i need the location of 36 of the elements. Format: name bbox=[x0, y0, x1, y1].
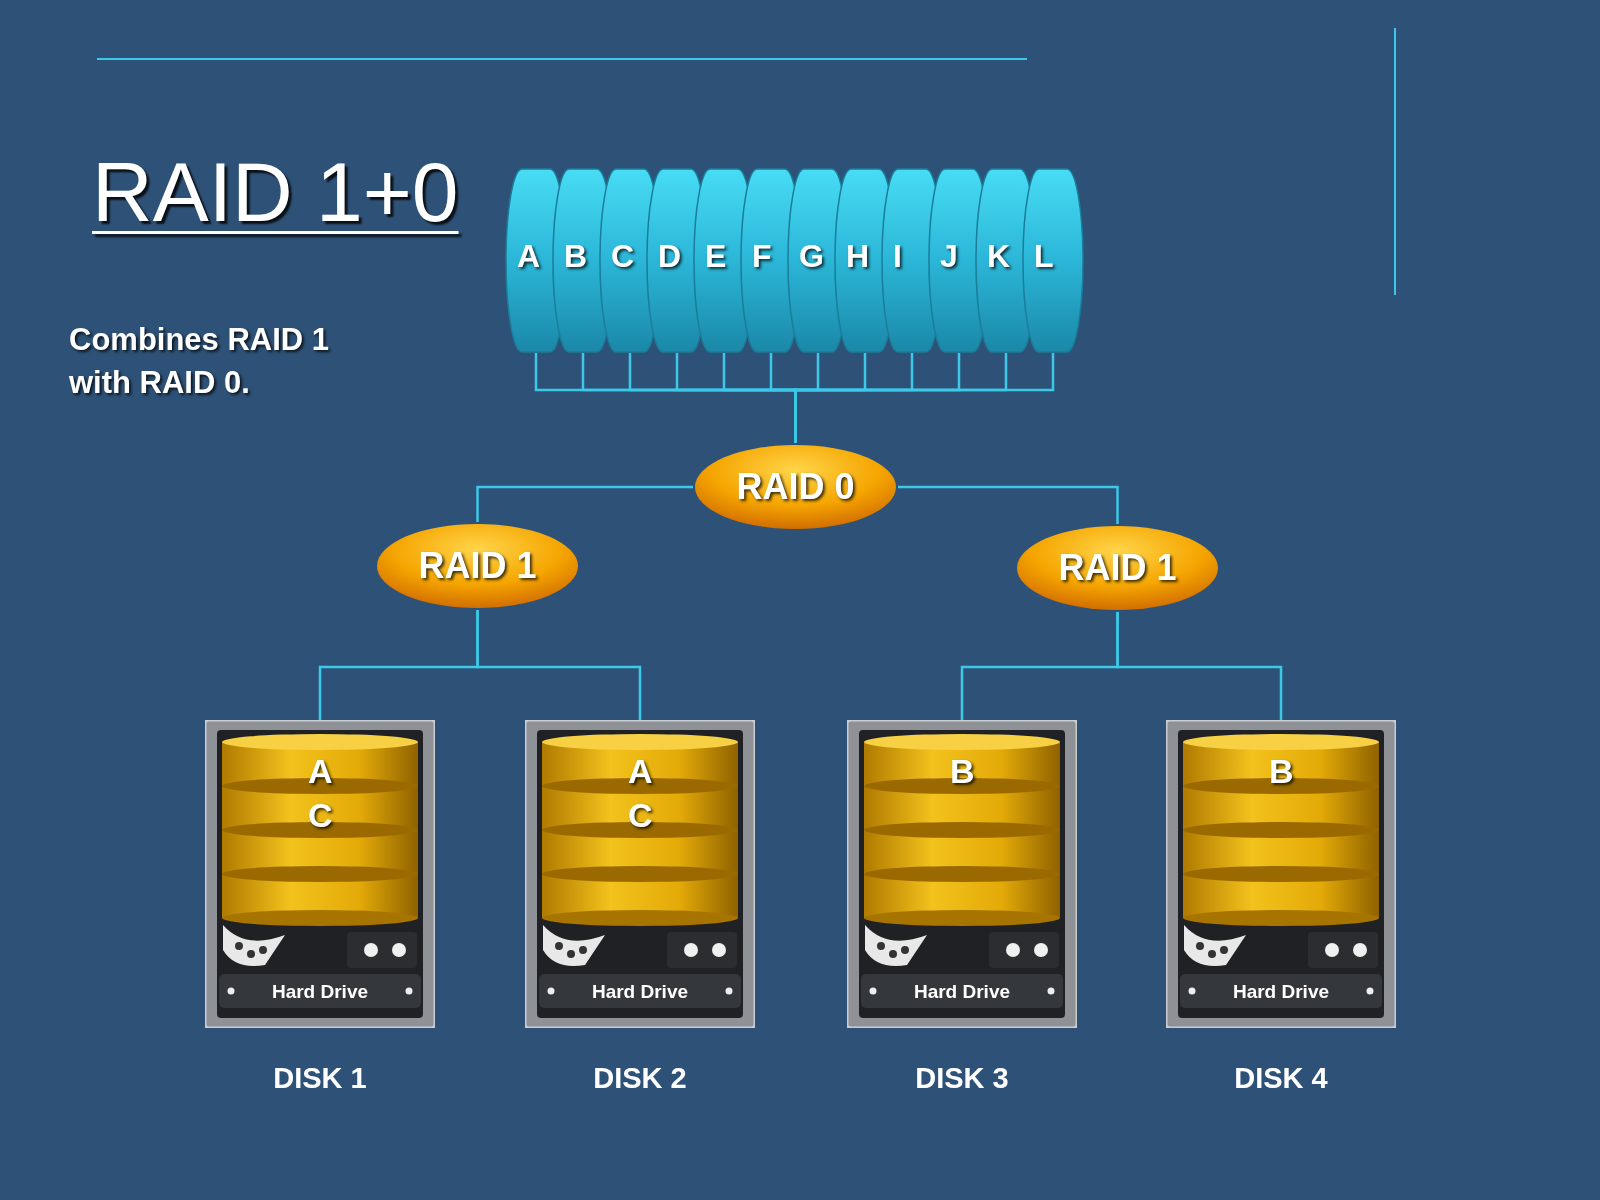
data-block-letter: B bbox=[1269, 754, 1294, 788]
slice-letter: J bbox=[940, 240, 958, 272]
drive-label: Hard Drive bbox=[590, 982, 690, 1001]
slice-letter: H bbox=[846, 240, 870, 272]
title: RAID 1+0 bbox=[92, 150, 459, 234]
slice-letter: F bbox=[752, 240, 772, 272]
data-block-letter: C bbox=[628, 798, 653, 832]
description-text: Combines RAID 1 with RAID 0. bbox=[69, 321, 331, 402]
slice-letter: D bbox=[658, 240, 682, 272]
drive-label: Hard Drive bbox=[270, 982, 370, 1001]
slice-letter: I bbox=[893, 240, 902, 272]
connector-line bbox=[1116, 612, 1283, 720]
slice-letter: B bbox=[564, 240, 588, 272]
raid-level-label: RAID 0 bbox=[736, 469, 855, 505]
connector-line bbox=[476, 610, 642, 720]
raid-level-label: RAID 1 bbox=[1058, 550, 1177, 586]
slice-letter: C bbox=[611, 240, 635, 272]
connector-line bbox=[476, 485, 693, 522]
drive-label: Hard Drive bbox=[912, 982, 1012, 1001]
drive-label: Hard Drive bbox=[1231, 982, 1331, 1001]
slice-letter: L bbox=[1034, 240, 1054, 272]
connector-line bbox=[794, 353, 1055, 443]
slice-letter: A bbox=[517, 240, 541, 272]
slice-letter: G bbox=[799, 240, 824, 272]
disk-caption: DISK 2 bbox=[592, 1064, 688, 1093]
data-block-letter: A bbox=[628, 754, 653, 788]
data-block-letter: A bbox=[308, 754, 333, 788]
disk-caption: DISK 1 bbox=[272, 1064, 368, 1093]
disk-caption: DISK 4 bbox=[1233, 1064, 1329, 1093]
raid-level-label: RAID 1 bbox=[418, 548, 537, 584]
slice-letter: E bbox=[705, 240, 727, 272]
data-block-letter: B bbox=[950, 754, 975, 788]
connector-line bbox=[898, 485, 1119, 524]
data-block-letter: C bbox=[308, 798, 333, 832]
disk-caption: DISK 3 bbox=[914, 1064, 1010, 1093]
slice-letter: K bbox=[987, 240, 1011, 272]
